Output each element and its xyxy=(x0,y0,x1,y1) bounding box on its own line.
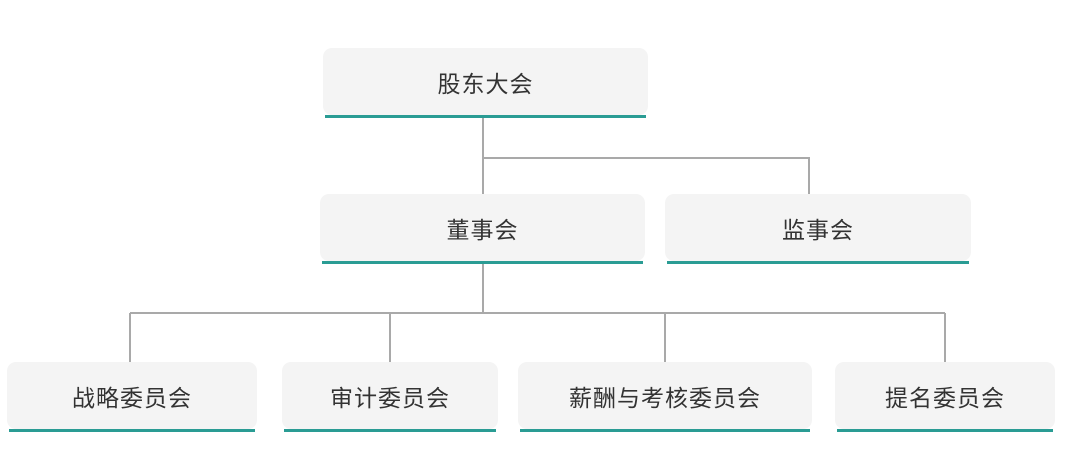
node-underline xyxy=(520,429,810,432)
node-underline xyxy=(322,261,643,264)
node-label: 监事会 xyxy=(665,194,971,261)
node-audit-committee: 审计委员会 xyxy=(282,362,498,432)
node-label: 审计委员会 xyxy=(282,362,498,429)
node-compensation-assessment-committee: 薪酬与考核委员会 xyxy=(518,362,812,432)
node-underline xyxy=(284,429,496,432)
node-underline xyxy=(9,429,255,432)
node-label: 薪酬与考核委员会 xyxy=(518,362,812,429)
node-label: 董事会 xyxy=(320,194,645,261)
node-supervisory-board: 监事会 xyxy=(665,194,971,264)
node-underline xyxy=(837,429,1053,432)
node-label: 战略委员会 xyxy=(7,362,257,429)
node-label: 股东大会 xyxy=(323,48,648,115)
node-label: 提名委员会 xyxy=(835,362,1055,429)
node-shareholders-meeting: 股东大会 xyxy=(323,48,648,118)
node-nomination-committee: 提名委员会 xyxy=(835,362,1055,432)
node-strategy-committee: 战略委员会 xyxy=(7,362,257,432)
node-board-of-directors: 董事会 xyxy=(320,194,645,264)
node-underline xyxy=(667,261,969,264)
connector-root-supervisory xyxy=(483,157,810,194)
node-underline xyxy=(325,115,646,118)
